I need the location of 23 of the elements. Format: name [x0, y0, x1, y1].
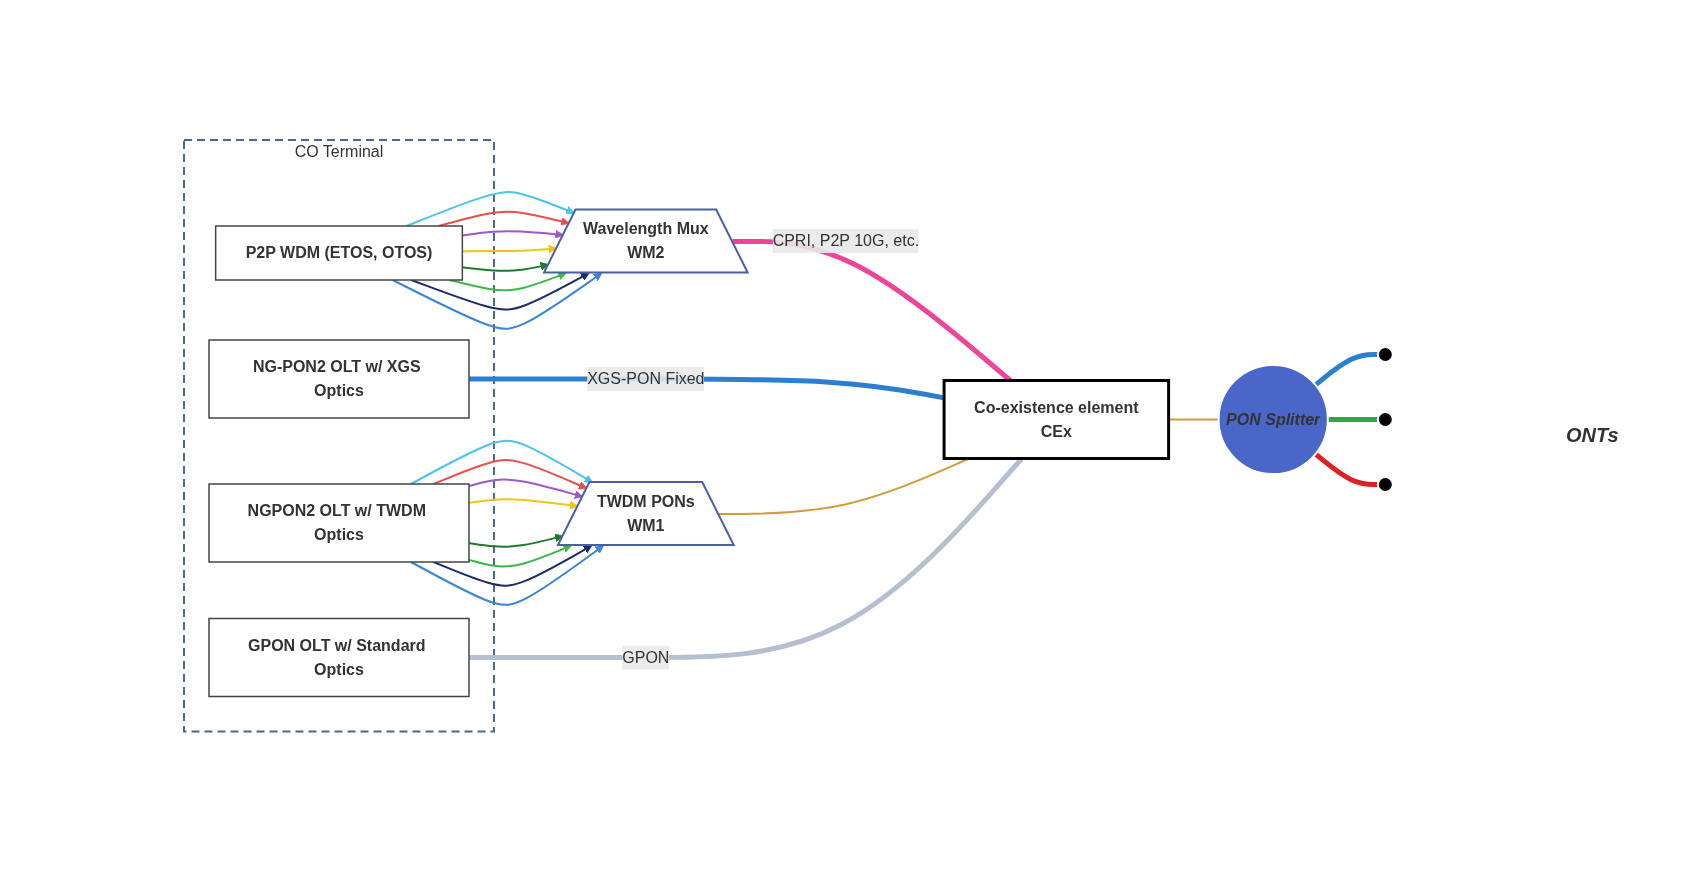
- arrow: [409, 272, 590, 311]
- node-circle: [1376, 345, 1394, 363]
- arrow: [467, 478, 583, 499]
- connector: [1327, 416, 1378, 422]
- node-circle: [1376, 475, 1394, 493]
- node-circle: [1376, 410, 1394, 428]
- arrow: [432, 544, 592, 587]
- edge-label: XGS-PON Fixed: [586, 369, 705, 387]
- arrow: [409, 439, 593, 485]
- node-circle: PON Splitter: [1217, 363, 1329, 475]
- node-box: NGPON2 OLT w/ TWDM Optics: [207, 483, 470, 563]
- connector: [1313, 451, 1378, 487]
- node-box: NG-PON2 OLT w/ XGS Optics: [207, 339, 470, 419]
- ont-label: ONTs: [1566, 424, 1620, 447]
- edge-label: GPON: [621, 648, 669, 666]
- node-box: Co-existence element CEx: [942, 378, 1170, 460]
- arrow: [391, 272, 602, 330]
- node-box: P2P WDM (ETOS, OTOS): [214, 225, 463, 281]
- connector: [1313, 351, 1378, 387]
- edge-label: CPRI, P2P 10G, etc.: [772, 231, 919, 249]
- arrow: [409, 544, 604, 606]
- arrow: [467, 544, 572, 568]
- node-box: GPON OLT w/ Standard Optics: [207, 617, 470, 697]
